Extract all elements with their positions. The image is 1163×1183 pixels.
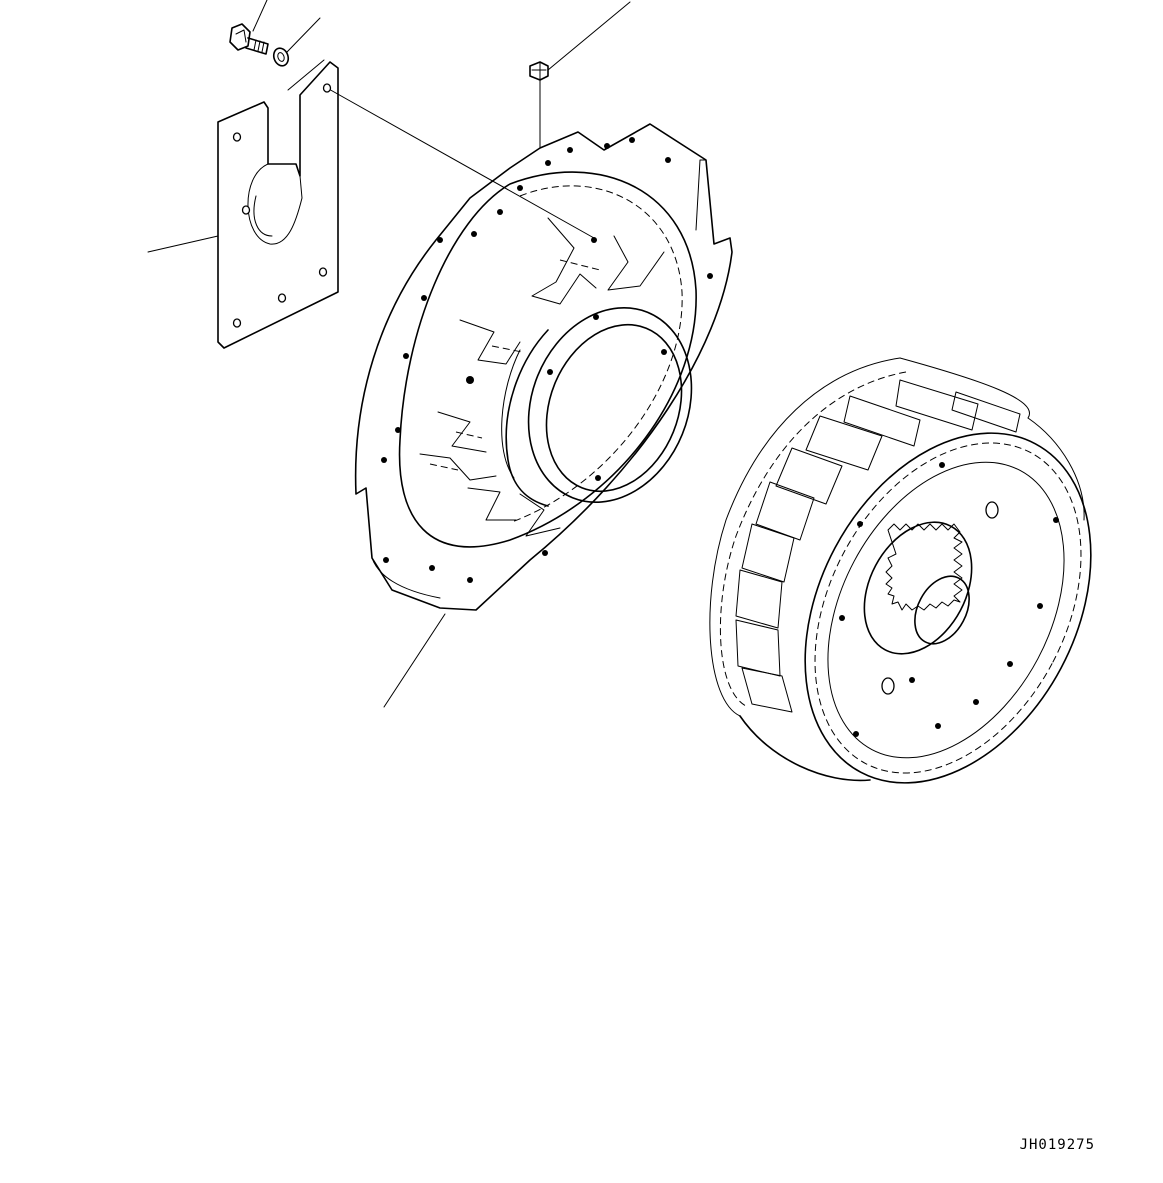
flywheel-holes [839, 462, 1059, 737]
housing-outer-flange [354, 123, 733, 611]
flywheel-part [709, 357, 1092, 784]
plug-part [529, 61, 549, 81]
drawing-code-label: JH019275 [1019, 1137, 1095, 1153]
leader-cover-plate [147, 235, 219, 253]
housing-bore-inner [545, 323, 683, 493]
leader-lines [147, 0, 631, 708]
housing-bolt-holes [381, 137, 713, 583]
cover-plate-outline [217, 61, 339, 349]
leader-plug [547, 1, 631, 71]
cover-plate-part [217, 59, 339, 349]
flywheel-ring-segments [735, 379, 1021, 713]
leader-washer [286, 17, 321, 53]
flywheel-spline-gear [885, 523, 963, 611]
bolt-part [229, 23, 269, 55]
leader-housing [383, 613, 446, 708]
bolt-shank [245, 37, 269, 55]
leader-bolt [252, 0, 268, 32]
flywheel-bore [914, 575, 970, 645]
assembly-line-plate [326, 87, 595, 239]
flywheel-housing-part [354, 123, 733, 611]
bolt-head [229, 23, 251, 51]
housing-bore-outer [527, 306, 693, 504]
flywheel-inner-face [827, 461, 1065, 759]
cover-plate-cutout [247, 163, 303, 245]
housing-ribs [419, 217, 665, 537]
flywheel-front-face [804, 432, 1092, 784]
flywheel-hub [863, 521, 973, 655]
washer-part [272, 47, 290, 67]
housing-inner-ring [398, 171, 697, 548]
